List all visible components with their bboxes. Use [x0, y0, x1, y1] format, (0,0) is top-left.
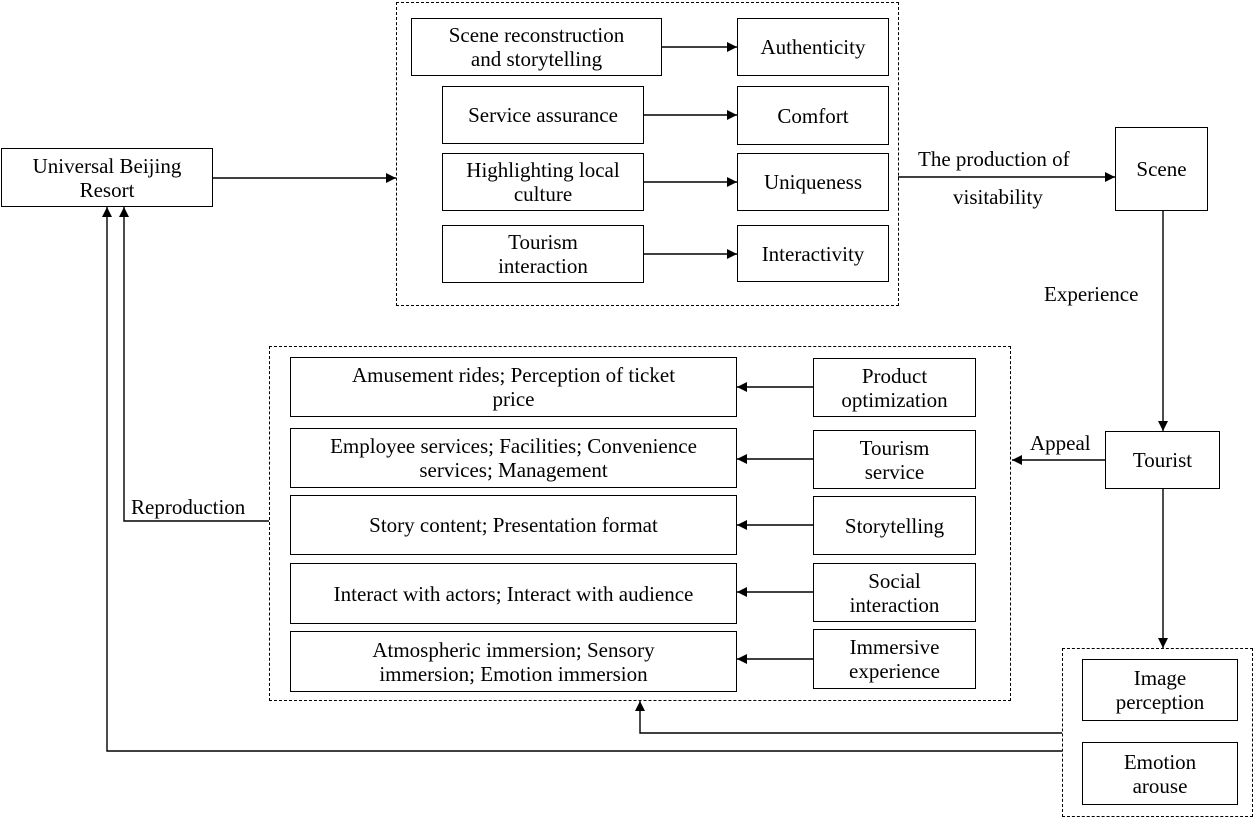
production-result-authenticity: Authenticity — [737, 18, 889, 76]
production-group-frame — [396, 2, 899, 306]
production-result-uniqueness: Uniqueness — [737, 153, 889, 211]
appeal-detail-employee-services: Employee services; Facilities; Convenien… — [290, 428, 737, 488]
appeal-factor-product-optimization: Product optimization — [813, 358, 976, 417]
outcome-emotion-arouse: Emotion arouse — [1082, 742, 1238, 805]
scene-node: Scene — [1115, 127, 1208, 211]
outcome-image-perception: Image perception — [1082, 659, 1238, 721]
resort-node: Universal Beijing Resort — [1, 148, 213, 207]
arrow-outcome-to-resort — [102, 207, 1062, 752]
appeal-factor-storytelling: Storytelling — [813, 496, 976, 555]
production-source-service-assurance: Service assurance — [442, 86, 644, 144]
appeal-factor-immersive-experience: Immersive experience — [813, 629, 976, 689]
label-visitability: visitability — [953, 185, 1043, 209]
appeal-detail-interact-with-actors: Interact with actors; Interact with audi… — [290, 563, 737, 624]
appeal-detail-immersion: Atmospheric immersion; Sensory immersion… — [290, 631, 737, 692]
appeal-detail-amusement-rides: Amusement rides; Perception of ticket pr… — [290, 357, 737, 417]
outcome-group-frame — [1062, 648, 1253, 817]
label-appeal: Appeal — [1030, 431, 1091, 455]
production-source-tourism-interaction: Tourism interaction — [442, 225, 644, 283]
label-experience: Experience — [1044, 282, 1139, 306]
appeal-factor-social-interaction: Social interaction — [813, 563, 976, 622]
appeal-group-frame — [269, 346, 1011, 701]
appeal-factor-tourism-service: Tourism service — [813, 430, 976, 489]
production-result-comfort: Comfort — [737, 86, 889, 145]
arrow-outcome-to-appeal — [635, 701, 1062, 734]
appeal-detail-story-content: Story content; Presentation format — [290, 495, 737, 555]
label-reproduction: Reproduction — [131, 495, 246, 519]
label-production-of: The production of — [918, 147, 1070, 171]
production-source-local-culture: Highlighting local culture — [442, 153, 644, 211]
production-source-scene-reconstruction: Scene reconstruction and storytelling — [411, 18, 662, 76]
arrow-reproduction — [119, 207, 269, 522]
tourist-node: Tourist — [1105, 431, 1220, 489]
production-result-interactivity: Interactivity — [737, 225, 889, 282]
